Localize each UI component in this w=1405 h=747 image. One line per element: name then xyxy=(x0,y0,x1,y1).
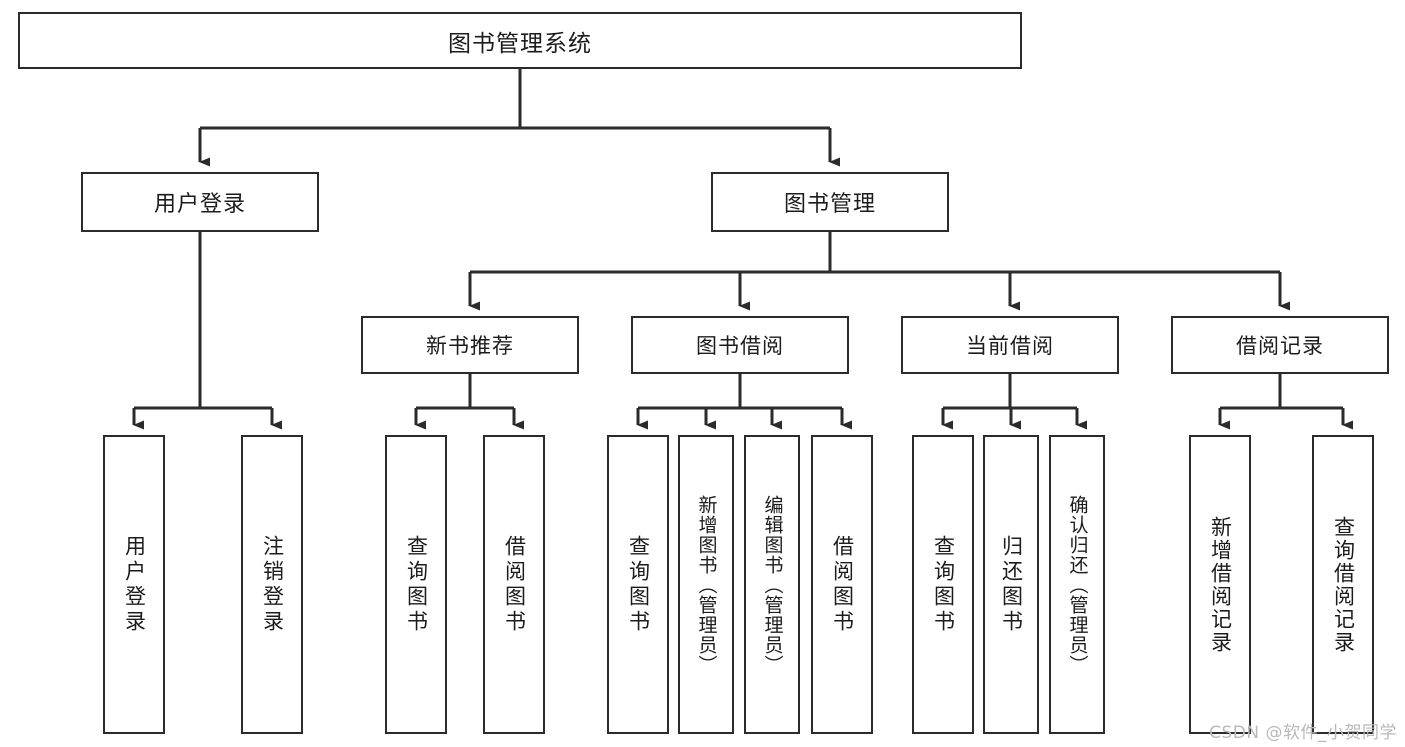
node-user-login-label: 用户登录 xyxy=(153,192,246,217)
leaf-query-borrow-record-label: 查询借阅记录 xyxy=(1331,515,1356,654)
leaf-query-book-current[interactable]: 查询图书 xyxy=(912,435,974,734)
leaf-user-login[interactable]: 用户登录 xyxy=(103,435,165,734)
leaf-logout-label: 注销登录 xyxy=(260,534,285,635)
leaf-edit-book-admin-label: 编辑图书（管理员） xyxy=(761,494,784,675)
node-current-borrow[interactable]: 当前借阅 xyxy=(901,316,1119,374)
leaf-return-book-label: 归还图书 xyxy=(999,534,1024,635)
leaf-user-login-label: 用户登录 xyxy=(122,534,147,635)
leaf-borrow-book-borrow[interactable]: 借阅图书 xyxy=(811,435,873,734)
csdn-watermark: CSDN @软件_小贺同学 xyxy=(1209,723,1397,743)
node-book-management-label: 图书管理 xyxy=(783,192,876,217)
node-user-login[interactable]: 用户登录 xyxy=(81,172,319,232)
leaf-borrow-book-newbooks-label: 借阅图书 xyxy=(502,534,527,635)
leaf-add-book-admin-label: 新增图书（管理员） xyxy=(695,494,718,675)
leaf-return-book[interactable]: 归还图书 xyxy=(983,435,1039,734)
leaf-confirm-return-admin[interactable]: 确认归还（管理员） xyxy=(1049,435,1105,734)
leaf-add-borrow-record-label: 新增借阅记录 xyxy=(1208,515,1233,654)
node-root-label: 图书管理系统 xyxy=(448,30,592,57)
node-current-borrow-label: 当前借阅 xyxy=(966,334,1054,358)
leaf-add-book-admin[interactable]: 新增图书（管理员） xyxy=(678,435,734,734)
leaf-query-book-newbooks[interactable]: 查询图书 xyxy=(385,435,447,734)
node-book-borrow[interactable]: 图书借阅 xyxy=(631,316,849,374)
leaf-borrow-book-borrow-label: 借阅图书 xyxy=(830,534,855,635)
leaf-query-book-borrow-label: 查询图书 xyxy=(626,534,651,635)
node-book-borrow-label: 图书借阅 xyxy=(696,334,784,358)
leaf-confirm-return-admin-label: 确认归还（管理员） xyxy=(1066,494,1089,675)
node-new-book-recommend[interactable]: 新书推荐 xyxy=(361,316,579,374)
leaf-borrow-book-newbooks[interactable]: 借阅图书 xyxy=(483,435,545,734)
node-book-management[interactable]: 图书管理 xyxy=(711,172,949,232)
node-new-book-recommend-label: 新书推荐 xyxy=(426,334,514,358)
leaf-query-borrow-record[interactable]: 查询借阅记录 xyxy=(1312,435,1374,734)
node-root[interactable]: 图书管理系统 xyxy=(18,12,1022,69)
leaf-logout[interactable]: 注销登录 xyxy=(241,435,303,734)
node-borrow-records[interactable]: 借阅记录 xyxy=(1171,316,1389,374)
node-borrow-records-label: 借阅记录 xyxy=(1236,334,1324,358)
leaf-query-book-current-label: 查询图书 xyxy=(931,534,956,635)
leaf-edit-book-admin[interactable]: 编辑图书（管理员） xyxy=(744,435,800,734)
leaf-query-book-borrow[interactable]: 查询图书 xyxy=(607,435,669,734)
leaf-add-borrow-record[interactable]: 新增借阅记录 xyxy=(1189,435,1251,734)
leaf-query-book-newbooks-label: 查询图书 xyxy=(404,534,429,635)
